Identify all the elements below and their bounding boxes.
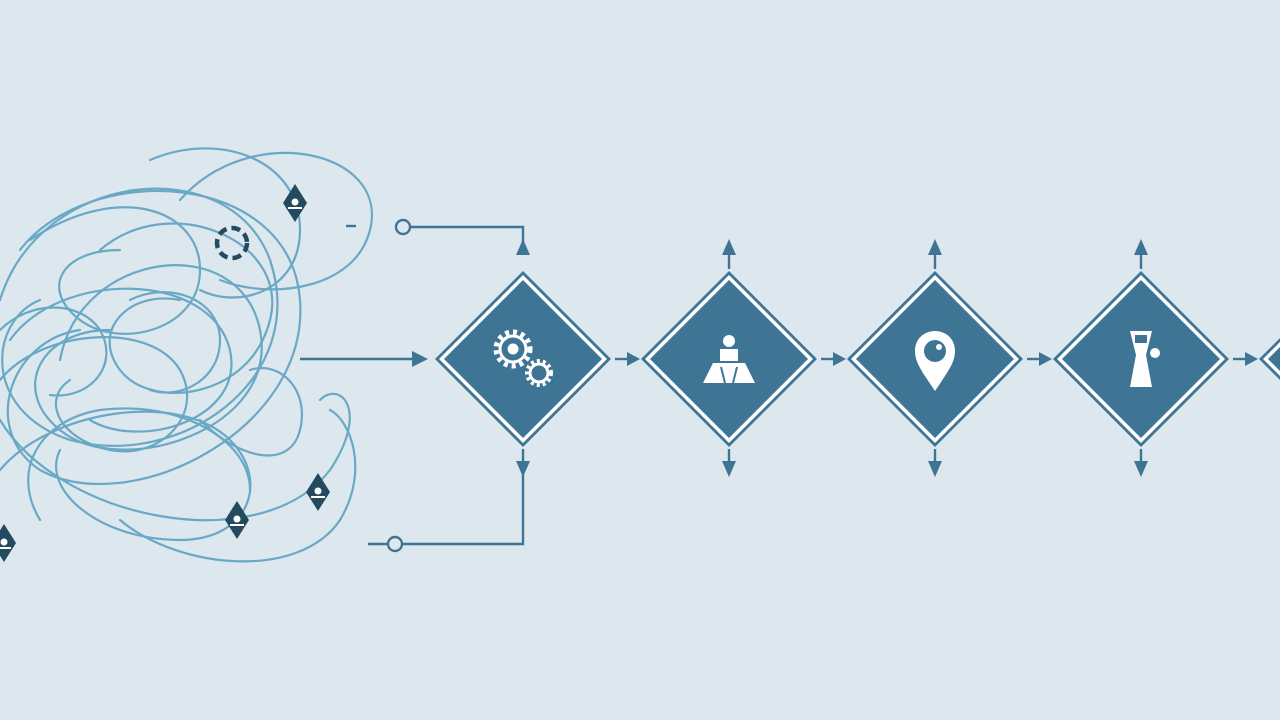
- tangle-loop: [198, 367, 303, 457]
- upper-connector-node: [394, 218, 412, 236]
- tangle-loop: [148, 147, 302, 299]
- tangle-loop: [6, 190, 302, 486]
- up-arrowhead: [1134, 239, 1148, 255]
- step-arrowhead: [1245, 352, 1258, 366]
- process-step: [641, 239, 817, 477]
- lower-connector-node: [386, 535, 404, 553]
- tangle-loop: [128, 291, 222, 394]
- down-arrowhead: [928, 461, 942, 477]
- lower-connector-line: [402, 470, 525, 546]
- step-arrowhead: [627, 352, 640, 366]
- tangle-loop: [8, 287, 233, 433]
- tangle-loop: [0, 410, 252, 542]
- diamond-marker-icon: [225, 501, 249, 539]
- funnel-robot-icon: [703, 335, 755, 384]
- scattered-markers: [0, 184, 330, 562]
- down-arrowhead: [516, 461, 530, 477]
- branch-connectors: [300, 218, 525, 553]
- main-input-arrowhead: [412, 351, 428, 367]
- up-arrowhead: [722, 239, 736, 255]
- process-step: [435, 239, 611, 477]
- diamond-marker-icon: [283, 184, 307, 222]
- process-step: [847, 239, 1023, 477]
- tangle-loop: [98, 222, 274, 394]
- up-arrowhead: [928, 239, 942, 255]
- process-step: [1259, 338, 1280, 380]
- tangled-lines: [0, 147, 373, 563]
- tangle-loop: [0, 306, 108, 397]
- step-arrowhead: [1039, 352, 1052, 366]
- tangle-loop: [118, 408, 357, 563]
- tangle-loop: [34, 264, 263, 451]
- process-steps: [435, 239, 1280, 477]
- down-arrowhead: [722, 461, 736, 477]
- down-arrowhead: [1134, 461, 1148, 477]
- tangle-loop: [27, 407, 252, 522]
- diamond-inner: [1268, 347, 1280, 371]
- up-arrowhead: [516, 239, 530, 255]
- dashed-circle-icon: [214, 225, 250, 261]
- diamond-marker-icon: [0, 524, 16, 562]
- hourglass-icon: [1130, 331, 1160, 387]
- diamond-marker-icon: [306, 473, 330, 511]
- tangle-loop: [28, 206, 202, 335]
- upper-connector-line: [410, 225, 525, 250]
- location-pin-icon: [915, 331, 955, 391]
- tangle-loop: [0, 336, 189, 453]
- tangle-loop: [0, 392, 351, 522]
- step-arrowhead: [833, 352, 846, 366]
- gears-icon: [493, 329, 553, 387]
- process-step: [1053, 239, 1229, 477]
